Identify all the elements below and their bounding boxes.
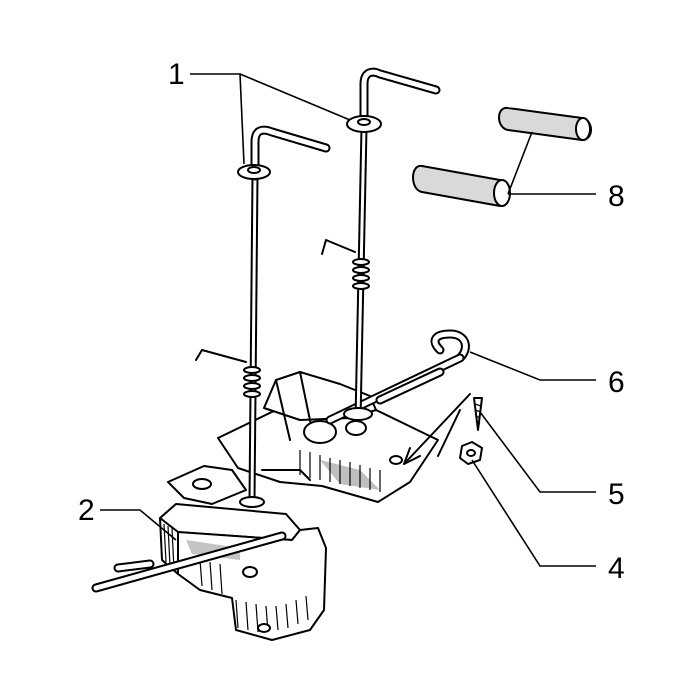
rubber-grip-upper bbox=[498, 106, 592, 141]
assembly-line bbox=[437, 409, 461, 457]
upper-wire-rod bbox=[321, 67, 441, 421]
lower-bracket bbox=[159, 465, 327, 641]
callout-5: 5 bbox=[608, 478, 625, 511]
rubber-grip-lower bbox=[412, 165, 511, 207]
lower-wire-rod bbox=[195, 125, 331, 508]
callout-8: 8 bbox=[608, 180, 625, 213]
callout-1: 1 bbox=[168, 58, 185, 91]
upper-plate bbox=[217, 371, 439, 503]
callout-2: 2 bbox=[78, 494, 95, 527]
wire-hook-right bbox=[325, 329, 470, 425]
callout-4: 4 bbox=[608, 552, 625, 585]
wire-hook-left bbox=[71, 531, 287, 598]
callout-6: 6 bbox=[608, 366, 625, 399]
leader-lines bbox=[100, 73, 596, 567]
screw bbox=[473, 397, 483, 431]
assembly-arrow bbox=[403, 393, 471, 465]
nut bbox=[459, 441, 483, 465]
